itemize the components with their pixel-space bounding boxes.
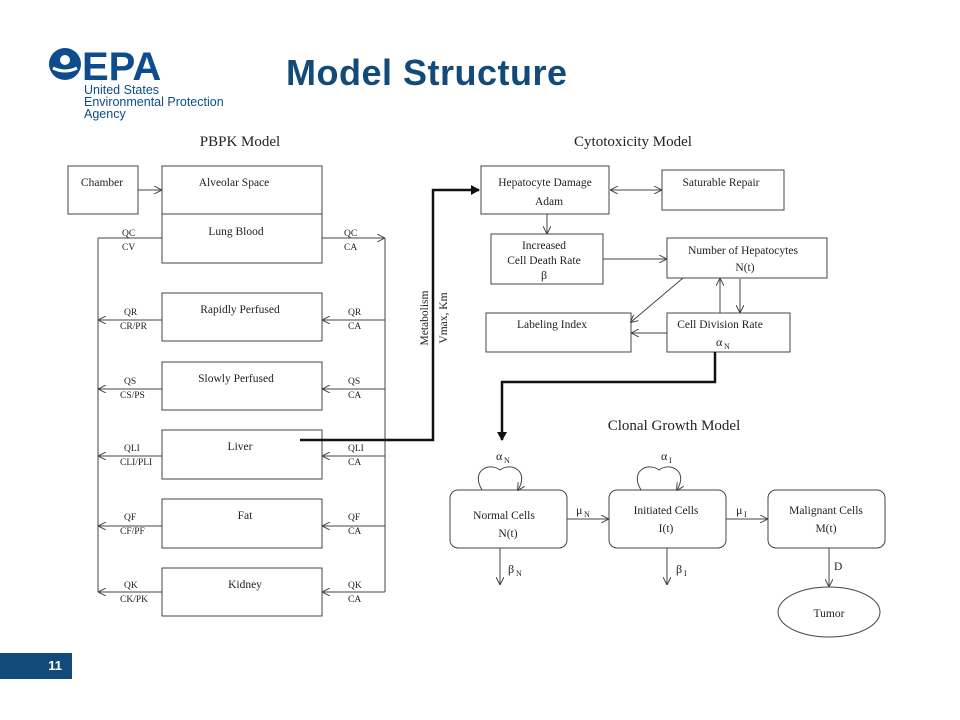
- chamber-label: Chamber: [81, 177, 123, 189]
- malignant-cells-label: Malignant Cells: [789, 505, 863, 517]
- agency-line-3: Agency: [84, 107, 126, 121]
- slowly-perfused-box: [161, 361, 323, 411]
- alpha-symbol: α: [496, 449, 503, 463]
- concentration-label: CA: [348, 527, 361, 537]
- epa-logo: EPA: [48, 44, 248, 124]
- beta-symbol: β: [676, 562, 682, 576]
- alveolar-label: Alveolar Space: [199, 177, 270, 189]
- flow-label: QK: [348, 581, 362, 591]
- concentration-label: CV: [122, 243, 135, 253]
- epa-logo-mark: EPA: [49, 45, 161, 89]
- cell-division-label: Cell Division Rate: [677, 319, 763, 331]
- agency-line-2: Environmental Protection: [84, 95, 224, 109]
- death-rate-label: D: [834, 561, 842, 573]
- alpha-symbol: α: [716, 335, 723, 349]
- compartment-label: Rapidly Perfused: [200, 304, 280, 316]
- flow-label: QF: [124, 513, 136, 523]
- concentration-label: CS/PS: [120, 391, 145, 401]
- alpha-subscript: N: [504, 456, 510, 465]
- flow-label: QLI: [348, 444, 364, 454]
- concentration-label: CF/PF: [120, 527, 145, 537]
- concentration-label: CK/PK: [120, 595, 148, 605]
- mu-subscript: I: [744, 510, 747, 519]
- concentration-label: CR/PR: [120, 322, 148, 332]
- normal-cells-label: Normal Cells: [473, 510, 535, 522]
- normal-cells-symbol: N(t): [498, 528, 517, 540]
- page-number: 11: [0, 653, 72, 679]
- mu-subscript: N: [584, 510, 590, 519]
- flow-label: QK: [124, 581, 138, 591]
- compartment-label: Kidney: [228, 579, 262, 591]
- hepatocyte-count-symbol: N(t): [735, 262, 754, 274]
- epa-wordmark: EPA: [82, 45, 161, 84]
- concentration-label: CA: [348, 391, 361, 401]
- alpha-symbol: α: [661, 449, 668, 463]
- concentration-label: CA: [348, 458, 361, 468]
- cytotoxicity-title: Cytotoxicity Model: [574, 134, 692, 150]
- metabolism-connector: [300, 185, 480, 442]
- beta-symbol: β: [541, 268, 547, 282]
- cell-death-label: Cell Death Rate: [507, 255, 580, 267]
- fat-box: [161, 498, 323, 549]
- concentration-label: CA: [344, 243, 357, 253]
- mu-symbol: μ: [576, 503, 582, 517]
- hepatocyte-count-label: Number of Hepatocytes: [688, 245, 798, 257]
- adam-label: Adam: [535, 196, 563, 208]
- rapidly-perfused-box: [161, 292, 323, 342]
- agency-line-1: United States: [84, 83, 160, 97]
- compartment-label: Fat: [238, 510, 254, 522]
- malignant-cells-box: [767, 489, 886, 549]
- labeling-index-label: Labeling Index: [517, 319, 587, 331]
- mu-symbol: μ: [736, 503, 742, 517]
- hepatocyte-count-box: [666, 237, 828, 279]
- division-rate-connector: [497, 352, 717, 441]
- lung-blood-box: [161, 213, 323, 264]
- cell-death-label: Increased: [522, 240, 566, 252]
- flow-label: QS: [348, 377, 360, 387]
- liver-box: [161, 429, 323, 480]
- saturable-repair-box: [661, 169, 785, 211]
- concentration-label: CA: [348, 595, 361, 605]
- compartment-label: Liver: [228, 441, 253, 453]
- flow-label: QS: [124, 377, 136, 387]
- metabolism-label: Metabolism: [419, 290, 431, 345]
- chamber-box: [67, 165, 139, 215]
- initiated-cells-label: Initiated Cells: [634, 505, 699, 517]
- compartment-label: Slowly Perfused: [198, 373, 274, 385]
- initiated-cells-symbol: I(t): [659, 523, 674, 535]
- alveolar-box: [161, 165, 323, 215]
- flow-label: QF: [348, 513, 360, 523]
- concentration-label: CLI/PLI: [120, 458, 152, 468]
- beta-symbol: β: [508, 562, 514, 576]
- kidney-box: [161, 567, 323, 617]
- pbpk-title: PBPK Model: [200, 134, 280, 150]
- concentration-label: CA: [348, 322, 361, 332]
- initiated-cells-box: [608, 489, 727, 549]
- alpha-subscript: N: [724, 342, 730, 351]
- slide-title: Model Structure: [286, 52, 568, 93]
- clonal-title: Clonal Growth Model: [608, 418, 741, 434]
- flow-label: QC: [344, 229, 357, 239]
- flow-label: QR: [348, 308, 362, 318]
- hepatocyte-damage-label: Hepatocyte Damage: [498, 177, 592, 189]
- hepatocyte-damage-box: [480, 165, 610, 215]
- malignant-cells-symbol: M(t): [815, 523, 836, 535]
- vmax-km-label: Vmax, Km: [438, 292, 450, 343]
- alpha-subscript: I: [669, 456, 672, 465]
- beta-subscript: N: [516, 569, 522, 578]
- flow-label: QLI: [124, 444, 140, 454]
- beta-subscript: I: [684, 569, 687, 578]
- flow-label: QC: [122, 229, 135, 239]
- flow-label: QR: [124, 308, 138, 318]
- saturable-repair-label: Saturable Repair: [683, 177, 760, 189]
- compartment-label: Lung Blood: [208, 226, 264, 238]
- tumor-ellipse: [777, 586, 881, 638]
- tumor-label: Tumor: [814, 608, 845, 620]
